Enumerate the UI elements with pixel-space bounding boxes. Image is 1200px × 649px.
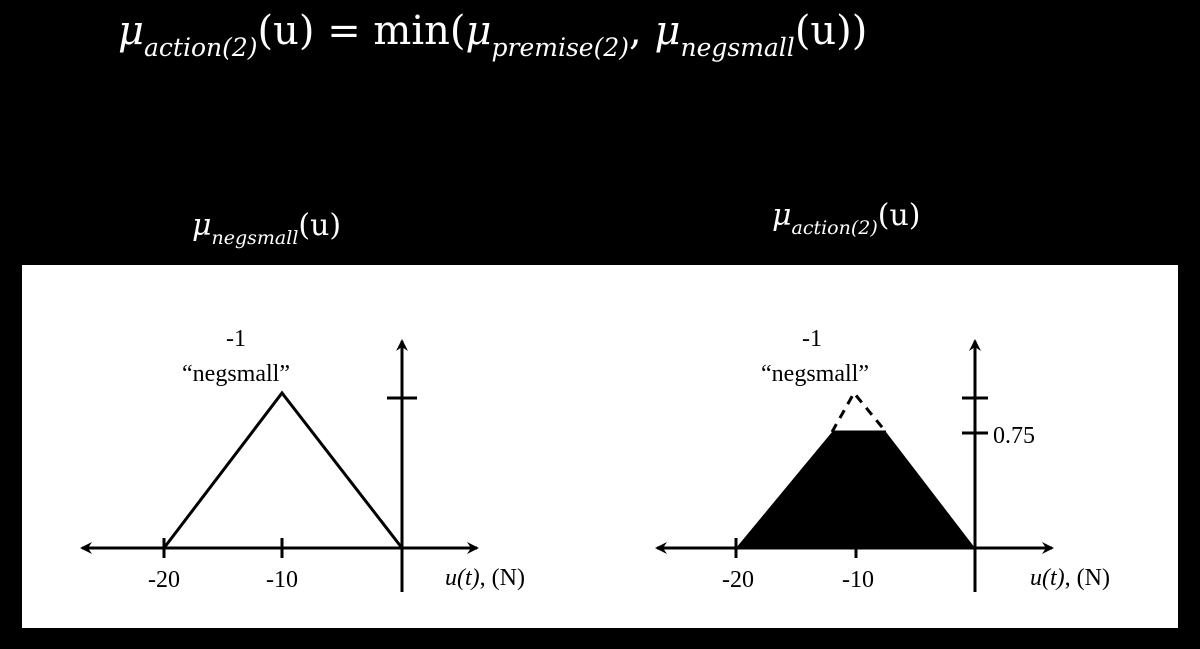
diagram-panel: -1 “negsmall” -20 -10 u(t), (N) 0.75 -1 …: [22, 265, 1178, 628]
right-dashed-peak: [830, 390, 888, 433]
right-tick-label: -20: [722, 567, 754, 593]
right-tick-label: -10: [842, 567, 874, 593]
right-axis-label: u(t), (N): [1030, 565, 1110, 591]
left-axis-label: u(t), (N): [445, 565, 525, 591]
right-plot-title: μaction(2)(u): [772, 198, 921, 239]
membership-diagram: -1 “negsmall” -20 -10 u(t), (N) 0.75 -1 …: [80, 326, 1110, 593]
left-set-index: -1: [226, 326, 246, 352]
left-tick-label: -10: [266, 567, 298, 593]
right-set-index: -1: [802, 326, 822, 352]
left-set-name: “negsmall”: [182, 361, 290, 387]
right-plot: 0.75 -1 “negsmall” -20 -10 u(t), (N): [655, 326, 1110, 593]
equation: μaction(2)(u) = min(μpremise(2), μnegsma…: [118, 8, 868, 62]
left-negsmall-triangle: [162, 390, 404, 549]
right-clipped-action-area: [736, 432, 975, 548]
right-set-name: “negsmall”: [761, 361, 869, 387]
left-plot: -1 “negsmall” -20 -10 u(t), (N): [80, 326, 525, 593]
right-clip-label: 0.75: [993, 423, 1035, 449]
left-tick-label: -20: [148, 567, 180, 593]
left-plot-title: μnegsmall(u): [192, 208, 342, 249]
